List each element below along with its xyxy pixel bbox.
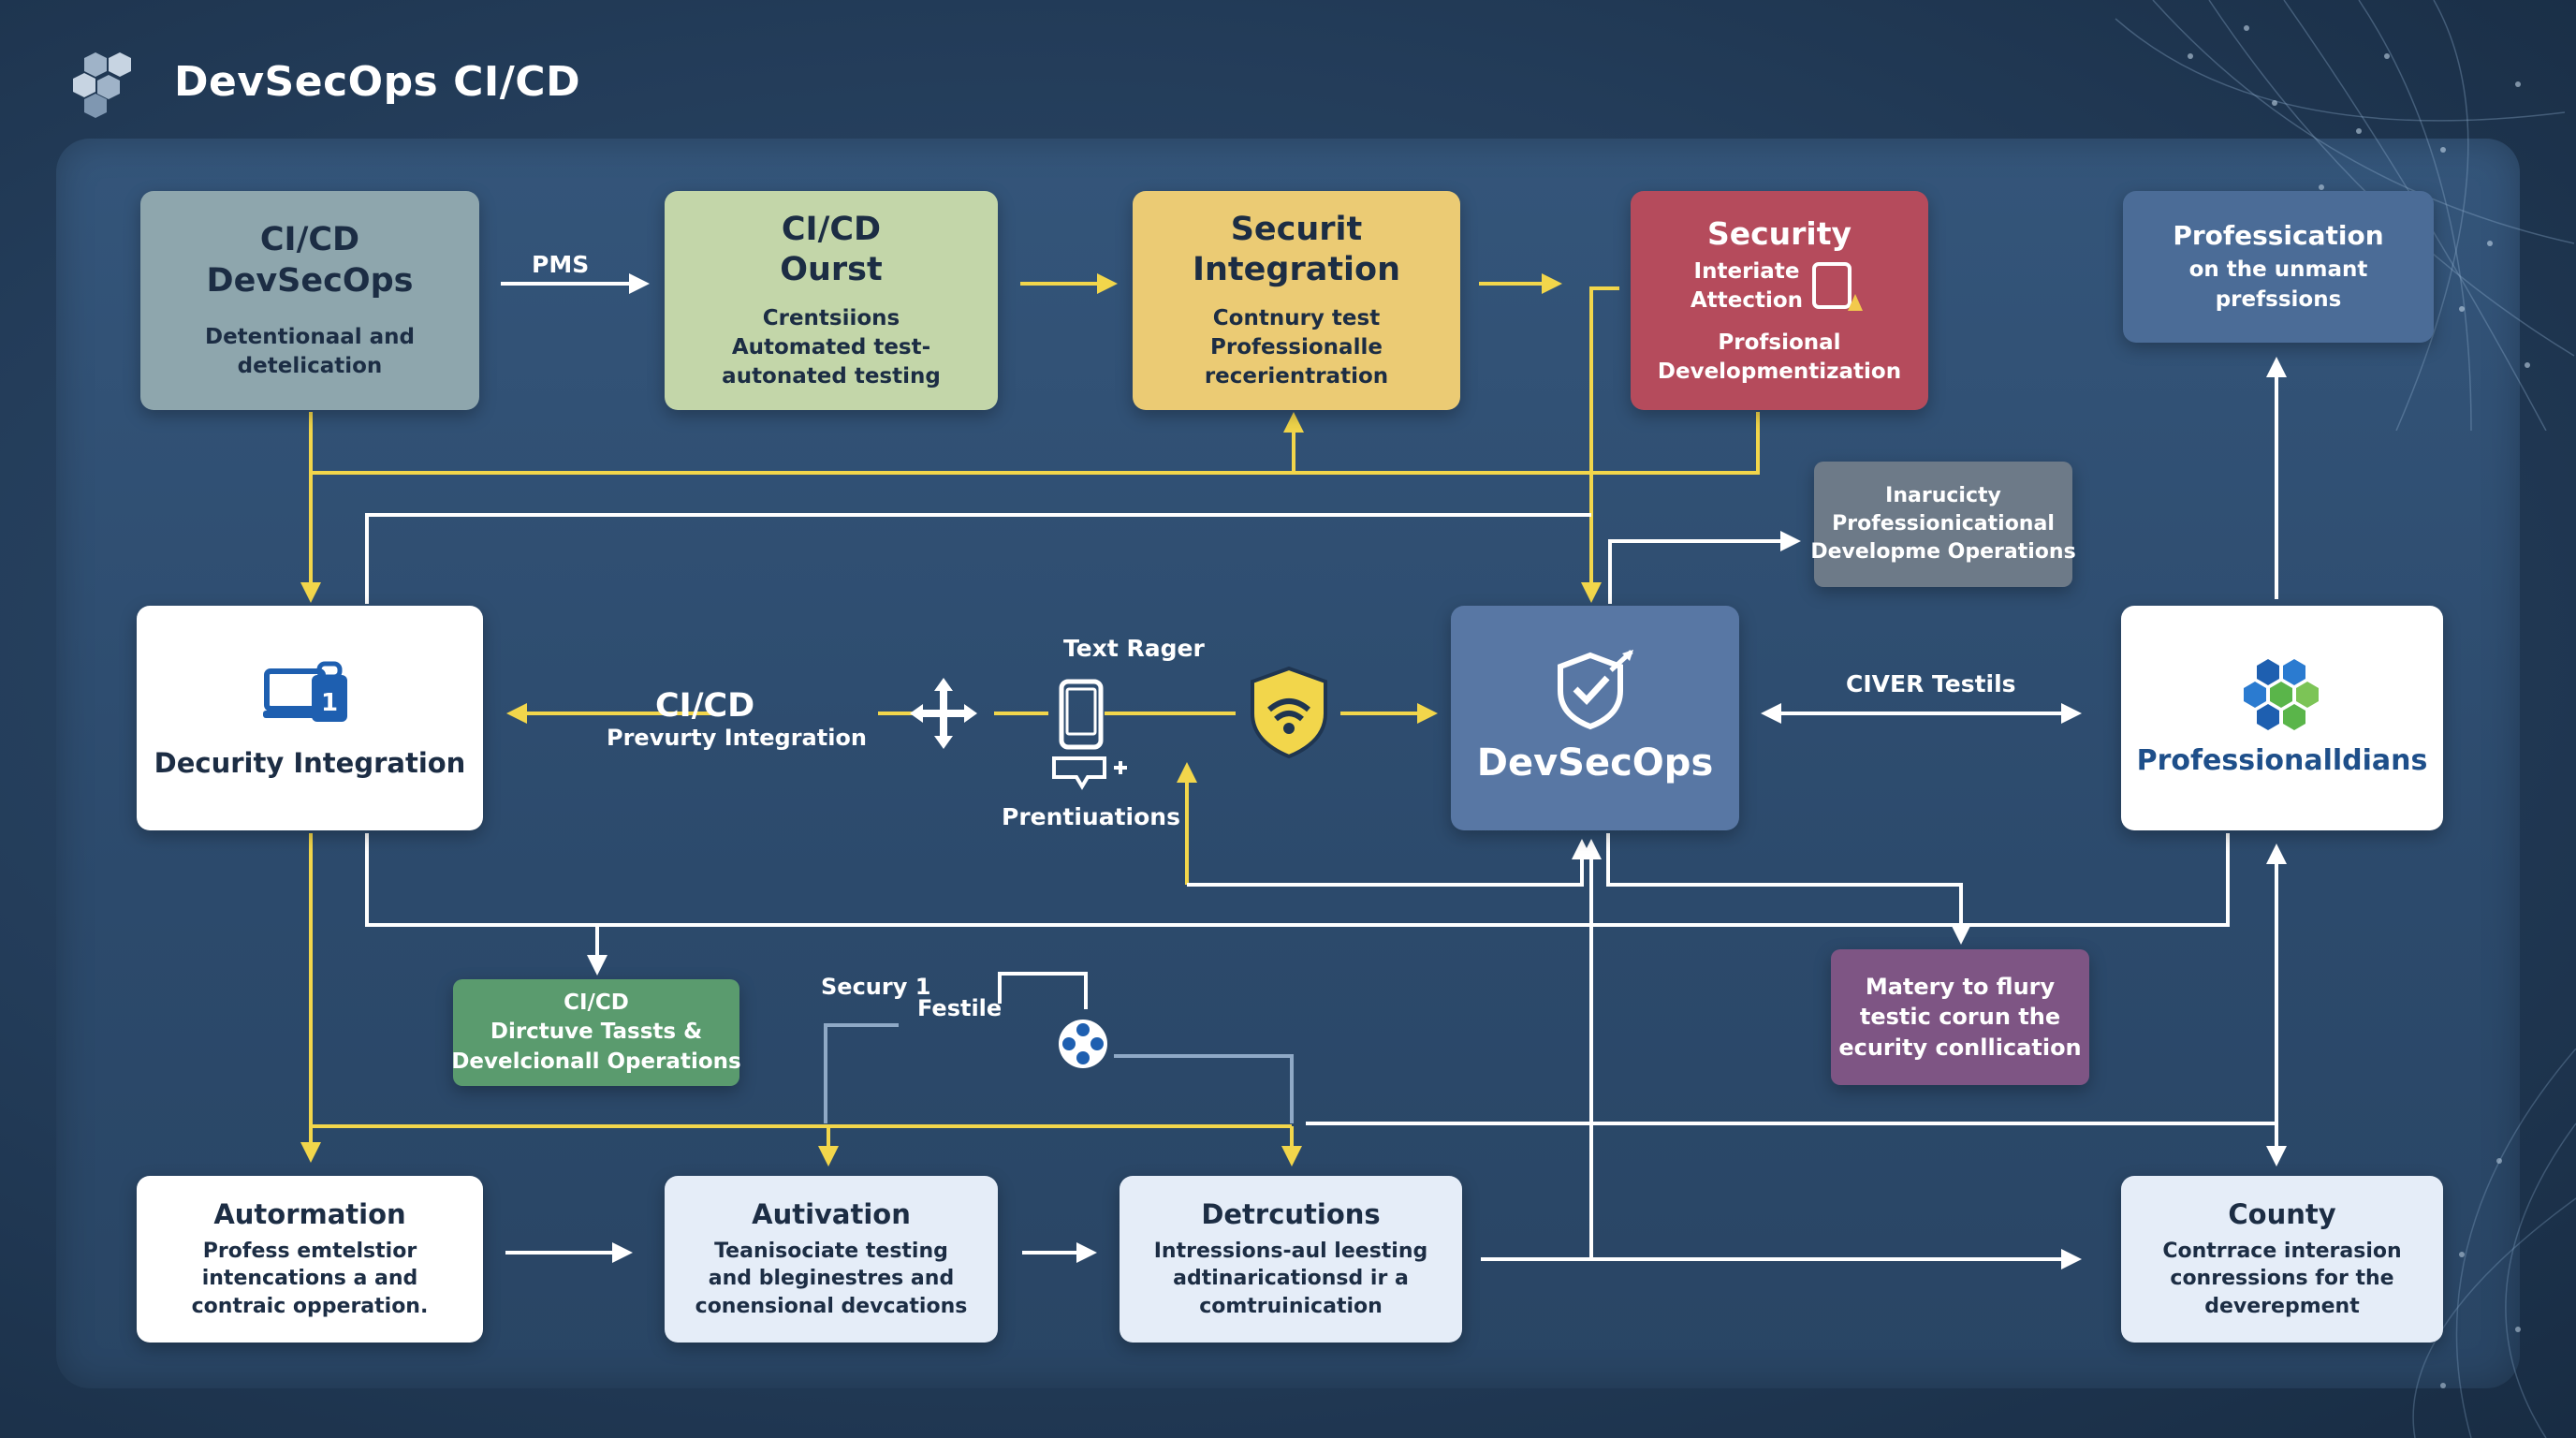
box-cicd-ourst[interactable]: CI/CD Ourst Crentsiions Automated test- … xyxy=(665,191,998,410)
box-subtitle: Crentsiions Automated test- autonated te… xyxy=(722,306,941,389)
network-node-icon xyxy=(2115,0,2575,431)
box-title: CI/CD Ourst xyxy=(780,210,883,289)
shield-wifi-icon[interactable] xyxy=(1247,665,1331,760)
network-node-icon[interactable] xyxy=(1056,1017,1110,1071)
cicd-sublabel: Prevurty Integration xyxy=(607,725,867,751)
box-subtitle-secondary: Interiate Attection xyxy=(1690,258,1804,313)
box-county[interactable]: County Contrrace interasion conressions … xyxy=(2121,1176,2443,1343)
box-subtitle: Intressions-aul leesting adtinarications… xyxy=(1153,1239,1428,1318)
security-label: Secury 1 xyxy=(821,974,931,1000)
box-title: Professication xyxy=(2173,220,2384,252)
pms-label: PMS xyxy=(532,251,590,278)
box-subtitle: Detentionaal and detelication xyxy=(204,324,415,378)
box-autivation[interactable]: Autivation Teanisociate testing and bleg… xyxy=(665,1176,998,1343)
page-title: DevSecOps CI/CD xyxy=(174,58,581,106)
badge-number: 1 xyxy=(321,689,338,717)
festile-label: Festile xyxy=(917,995,1003,1021)
box-title: County xyxy=(2228,1198,2336,1231)
box-title: Decurity Integration xyxy=(154,746,466,779)
box-title: Autivation xyxy=(752,1198,911,1231)
box-text: CI/CD Dirctuve Tassts & Develcionall Ope… xyxy=(451,990,741,1074)
cicd-label: CI/CD xyxy=(655,687,755,725)
box-cicd-devsecops[interactable]: CI/CD DevSecOps Detentionaal and detelic… xyxy=(140,191,479,410)
hexagon-logo-icon xyxy=(73,52,131,118)
box-title: CI/CD DevSecOps xyxy=(206,221,414,300)
move-arrows-icon[interactable] xyxy=(908,676,979,751)
box-title: Securit Integration xyxy=(1192,210,1401,289)
box-professication[interactable]: Professication on the unmant prefssions xyxy=(2123,191,2434,343)
network-node-icon xyxy=(2412,1049,2576,1438)
box-subtitle: Contrrace interasion conressions for the… xyxy=(2162,1239,2402,1318)
box-securit-integration[interactable]: Securit Integration Contnury test Profes… xyxy=(1133,191,1460,410)
smartphone-icon[interactable] xyxy=(1058,678,1105,751)
box-text: Inarucicty Professionicational Developme… xyxy=(1810,484,2076,564)
window-warning-icon xyxy=(1812,261,1864,311)
box-security-attection[interactable]: Security Interiate Attection Profsional … xyxy=(1631,191,1928,410)
box-autormation[interactable]: Autormation Profess emtelstior intencati… xyxy=(137,1176,483,1343)
computer-badge-icon: 1 xyxy=(263,661,347,722)
box-title: Professionalldians xyxy=(2136,744,2428,778)
box-subtitle: Contnury test Professionalle recerientra… xyxy=(1204,306,1389,389)
check-shield-icon xyxy=(1558,650,1633,730)
box-subtitle: Profsional Developmentization xyxy=(1657,330,1902,384)
box-matery[interactable]: Matery to flury testic corun the ecurity… xyxy=(1831,949,2089,1085)
hexagon-cluster-icon xyxy=(2244,659,2319,731)
civer-testils-label: CIVER Testils xyxy=(1846,670,2016,697)
text-rager-label: Text Rager xyxy=(1063,635,1205,662)
box-detrcutions[interactable]: Detrcutions Intressions-aul leesting adt… xyxy=(1120,1176,1462,1343)
box-title: Security xyxy=(1706,215,1852,253)
box-cicd-operations[interactable]: CI/CD Dirctuve Tassts & Develcionall Ope… xyxy=(451,979,741,1086)
device-plus-icon xyxy=(1052,756,1127,790)
box-professionalldians[interactable]: Professionalldians xyxy=(2121,606,2443,830)
box-subtitle: Profess emtelstior intencations a and co… xyxy=(191,1239,429,1318)
attection-row: Interiate Attection xyxy=(1690,257,1868,315)
box-decurity-integration[interactable]: 1 Decurity Integration xyxy=(137,606,483,830)
box-subtitle: on the unmant prefssions xyxy=(2188,257,2368,312)
prentiuations-label: Prentiuations xyxy=(1002,803,1180,830)
box-inaruicty[interactable]: Inarucicty Professionicational Developme… xyxy=(1810,462,2076,587)
box-title: Detrcutions xyxy=(1201,1198,1381,1231)
box-text: Matery to flury testic corun the ecurity… xyxy=(1838,973,2082,1061)
box-devsecops[interactable]: DevSecOps xyxy=(1451,606,1739,830)
box-subtitle: Teanisociate testing and bleginestres an… xyxy=(695,1239,968,1318)
box-title: DevSecOps xyxy=(1476,741,1714,785)
box-title: Autormation xyxy=(213,1198,406,1231)
